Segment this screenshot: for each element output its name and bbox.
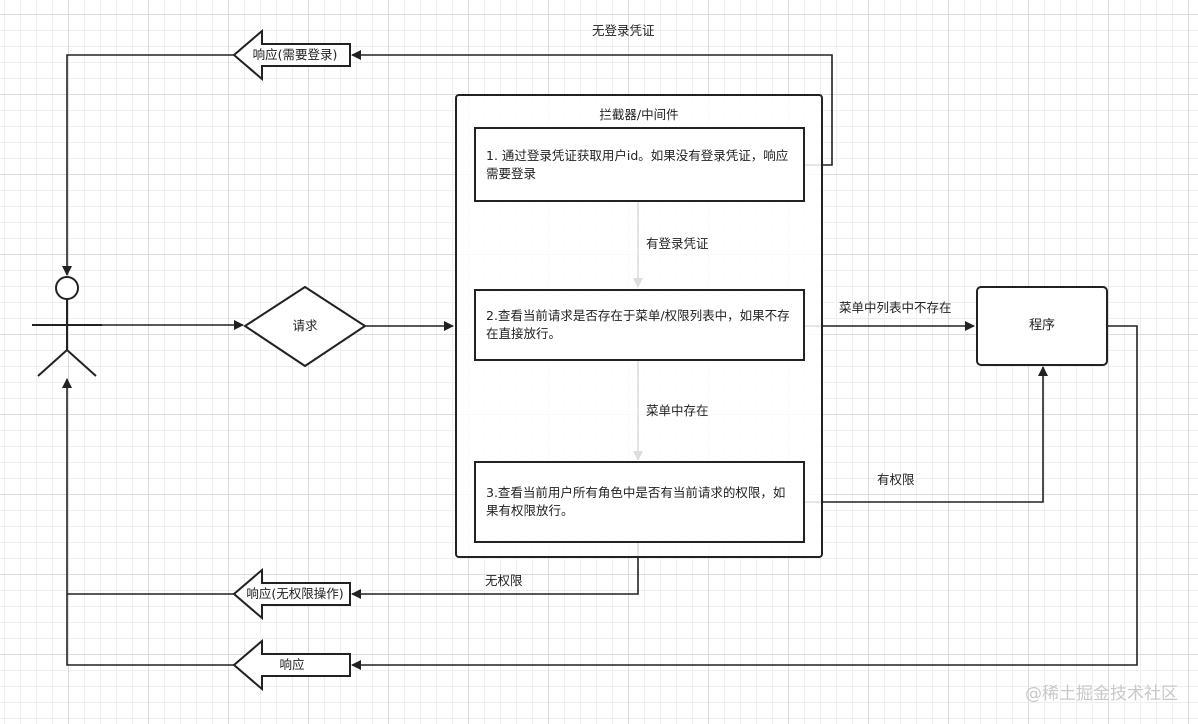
step3-text: 3.查看当前用户所有角色中是否有当前请求的权限，如果有权限放行。 xyxy=(486,485,786,518)
request-diamond xyxy=(243,285,367,368)
response-normal-label: 响应 xyxy=(279,657,305,672)
request-label: 请求 xyxy=(292,318,318,333)
edge-label-has-credential: 有登录凭证 xyxy=(646,236,709,251)
response-need-login-arrow xyxy=(232,28,351,82)
program-box: 程序 xyxy=(976,286,1108,366)
actor-head xyxy=(55,276,79,300)
interceptor-title: 拦截器/中间件 xyxy=(599,107,679,122)
program-label: 程序 xyxy=(1028,318,1055,333)
actor-user xyxy=(32,276,102,377)
response-need-login-label: 响应(需要登录) xyxy=(252,47,338,62)
edge-label-in-menu: 菜单中存在 xyxy=(646,403,709,418)
edge-label-no-credential: 无登录凭证 xyxy=(592,23,655,38)
step2-text: 2.查看当前请求是否存在于菜单/权限列表中，如果不存在直接放行。 xyxy=(486,308,790,341)
actor-left-leg xyxy=(37,349,68,377)
edge-step3-no-permission xyxy=(351,543,639,599)
step3-box: 3.查看当前用户所有角色中是否有当前请求的权限，如果有权限放行。 xyxy=(474,461,805,543)
response-normal-arrow xyxy=(232,638,351,692)
edge-label-no-permission: 无权限 xyxy=(485,573,523,588)
actor-right-leg xyxy=(66,349,97,377)
edge-program-to-response xyxy=(351,325,1138,670)
edge-need-login-to-actor xyxy=(62,54,234,276)
step2-box: 2.查看当前请求是否存在于菜单/权限列表中，如果不存在直接放行。 xyxy=(474,289,805,361)
edge-label-not-in-menu: 菜单中列表中不存在 xyxy=(839,300,952,315)
edge-response-to-actor xyxy=(62,378,234,666)
response-no-permission-label: 响应(无权限操作) xyxy=(246,586,344,601)
response-no-permission-arrow xyxy=(232,567,351,621)
watermark: @稀土掘金技术社区 xyxy=(1025,684,1178,704)
edge-label-has-permission: 有权限 xyxy=(877,472,915,487)
step1-text: 1. 通过登录凭证获取用户id。如果没有登录凭证，响应需要登录 xyxy=(486,147,789,181)
step1-box: 1. 通过登录凭证获取用户id。如果没有登录凭证，响应需要登录 xyxy=(474,127,805,202)
edge-step3-to-program xyxy=(804,366,1048,503)
